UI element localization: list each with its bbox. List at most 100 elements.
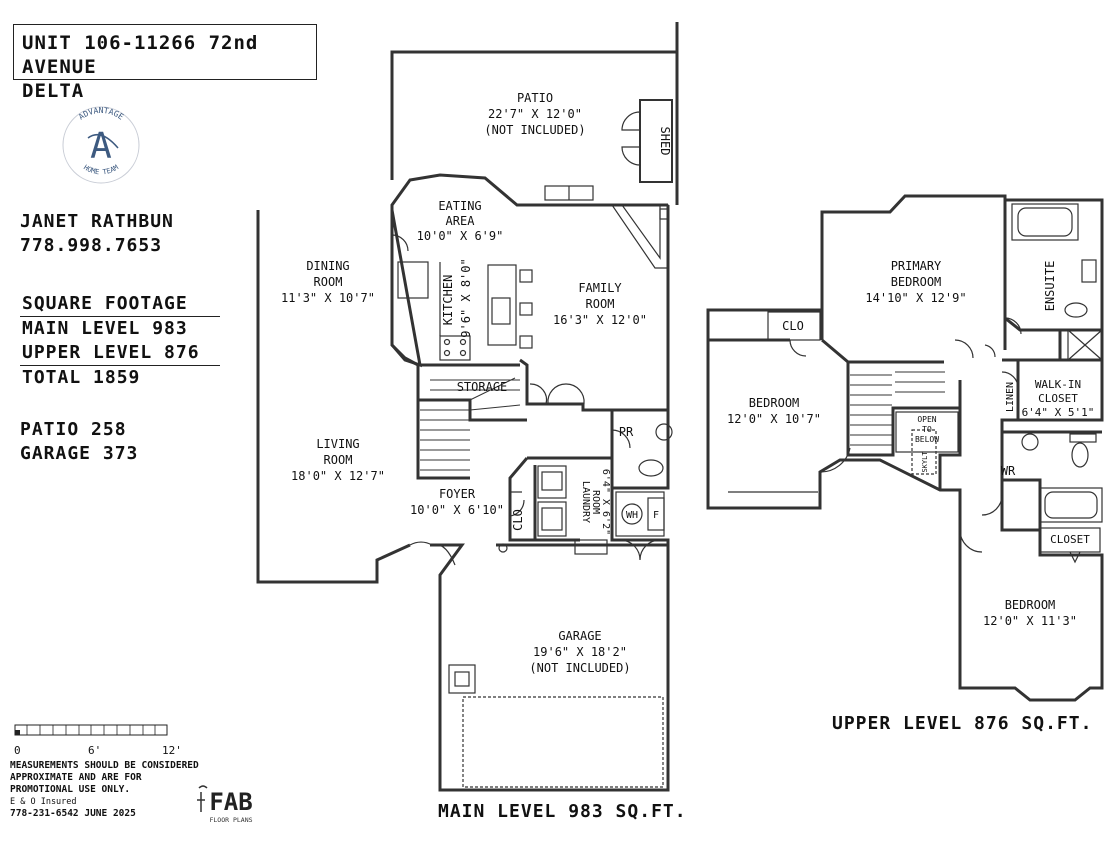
wr-tub-icon <box>1039 487 1103 523</box>
wr-toilet-icon <box>1071 442 1089 468</box>
address-box: UNIT 106-11266 72nd AVENUE DELTA <box>13 24 317 102</box>
dining-lower-wall <box>390 300 520 367</box>
ensuite-tub-icon <box>1011 203 1079 241</box>
label-kitchen-dims: 9'6" X 8'0" <box>459 258 473 337</box>
address-line2: DELTA <box>22 80 85 102</box>
label-walkin-1: WALK-IN <box>1035 378 1081 391</box>
agent-name: JANET RATHBUN <box>20 211 174 232</box>
kitchen-island <box>487 264 517 346</box>
sqft-main: MAIN LEVEL 983 <box>22 318 188 339</box>
label-walkin-dims: 6'4" X 5'1" <box>1022 406 1095 419</box>
sqft-upper: UPPER LEVEL 876 <box>20 341 220 366</box>
label-family-2: ROOM <box>586 297 615 311</box>
disclaimer-line: PROMOTIONAL USE ONLY. <box>10 784 131 795</box>
label-garage: GARAGE <box>558 629 601 643</box>
label-dining-1: DINING <box>306 259 349 273</box>
fab-floor-plans-logo: FAB FLOOR PLANS <box>197 785 253 824</box>
disclaimer-line: E & O Insured <box>10 797 77 807</box>
label-laundry-2: ROOM <box>590 490 601 514</box>
agent-info: JANET RATHBUN 778.998.7653 <box>20 210 174 258</box>
garage-sink-icon <box>448 664 476 694</box>
disclaimer-line: APPROXIMATE AND ARE FOR <box>10 772 142 783</box>
label-walkin-2: CLOSET <box>1038 392 1078 405</box>
label-garage-dims: 19'6" X 18'2" <box>533 645 627 659</box>
bar-stool-icon <box>519 302 533 316</box>
closet-door-swing <box>529 383 585 405</box>
label-pr: PR <box>619 425 634 439</box>
label-eating-2: AREA <box>446 214 476 228</box>
label-patio: PATIO <box>517 91 553 105</box>
upper-wr <box>1002 430 1102 530</box>
patio-area: PATIO 258 <box>20 419 127 440</box>
label-primary-1: PRIMARY <box>891 259 942 273</box>
pr-sink-icon <box>655 423 673 441</box>
label-bedroom2: BEDROOM <box>1005 598 1056 612</box>
label-foyer-dims: 10'0" X 6'10" <box>410 503 504 517</box>
upper-outer-wall <box>706 194 1104 702</box>
scale-mid: 6' <box>88 744 102 757</box>
scale-bar <box>14 724 168 736</box>
ensuite-shower-icon <box>1067 329 1103 361</box>
upper-walkin <box>1002 358 1060 420</box>
kitchen-sink-icon <box>491 297 511 325</box>
wr-sink-icon <box>1021 433 1039 451</box>
label-bedroom1: BEDROOM <box>749 396 800 410</box>
label-living-2: ROOM <box>324 453 353 467</box>
label-patio-note: (NOT INCLUDED) <box>484 123 585 137</box>
logo-swoosh <box>87 133 119 149</box>
label-foyer-clo: CLO <box>511 509 525 531</box>
bar-stool-icon <box>519 269 533 283</box>
disclaimer-line: MEASUREMENTS SHOULD BE CONSIDERED <box>10 760 199 771</box>
label-dining-2: ROOM <box>314 275 343 289</box>
label-primary-dims: 14'10" X 12'9" <box>865 291 966 305</box>
disclaimer: MEASUREMENTS SHOULD BE CONSIDERED APPROX… <box>10 760 250 820</box>
label-closet: CLOSET <box>1050 533 1090 546</box>
scale-end: 12' <box>162 744 182 757</box>
label-open-2: TO <box>922 425 932 434</box>
svg-text:HOME TEAM: HOME TEAM <box>82 163 120 176</box>
washer-icon <box>537 465 567 499</box>
ensuite-toilet-icon <box>1064 302 1088 318</box>
door-swing <box>391 234 409 252</box>
laundry-inner <box>533 465 580 542</box>
dryer-vent-icon <box>498 543 508 553</box>
garage-area: GARAGE 373 <box>20 443 139 464</box>
water-heater-icon <box>621 503 643 525</box>
open-to-below-box <box>895 411 959 453</box>
label-eating-dims: 10'0" X 6'9" <box>417 229 504 243</box>
label-eating-1: EATING <box>438 199 481 213</box>
address-line1: UNIT 106-11266 72nd AVENUE <box>22 32 259 78</box>
square-footage-block: SQUARE FOOTAGE MAIN LEVEL 983 UPPER LEVE… <box>20 292 220 390</box>
main-level-caption: MAIN LEVEL 983 SQ.FT. <box>438 801 687 822</box>
label-dining-dims: 11'3" X 10'7" <box>281 291 375 305</box>
upper-primary-lower <box>821 338 944 364</box>
label-bedroom1-dims: 12'0" X 10'7" <box>727 412 821 426</box>
garage-door-outline <box>462 696 664 788</box>
label-f: F <box>653 510 659 521</box>
label-laundry-dims: 6'4" X 6'2" <box>600 469 611 535</box>
pr-toilet-icon <box>638 459 664 477</box>
main-stairs <box>420 377 521 471</box>
label-family-dims: 16'3" X 12'0" <box>553 313 647 327</box>
sqft-total: TOTAL 1859 <box>22 367 141 388</box>
shed-box <box>639 99 673 183</box>
label-patio-dims: 22'7" X 12'0" <box>488 107 582 121</box>
label-wh: WH <box>626 510 638 521</box>
fab-sub: FLOOR PLANS <box>209 816 252 824</box>
stair-wall <box>416 400 470 480</box>
logo-letter: A <box>90 126 112 167</box>
kitchen-counter-left <box>397 261 429 299</box>
label-open-3: BELOW <box>915 435 939 444</box>
fab-mark: FAB <box>209 788 252 816</box>
label-garage-note: (NOT INCLUDED) <box>529 661 630 675</box>
agent-phone: 778.998.7653 <box>20 235 163 256</box>
scale-zero: 0 <box>14 744 21 757</box>
label-kitchen: KITCHEN <box>441 275 455 326</box>
stove-icon <box>439 335 471 361</box>
label-ensuite: ENSUITE <box>1043 261 1057 312</box>
label-living-dims: 18'0" X 12'7" <box>291 469 385 483</box>
shed-door-icon <box>621 111 641 166</box>
label-storage: STORAGE <box>457 380 508 394</box>
upper-level-caption: UPPER LEVEL 876 SQ.FT. <box>832 713 1093 734</box>
